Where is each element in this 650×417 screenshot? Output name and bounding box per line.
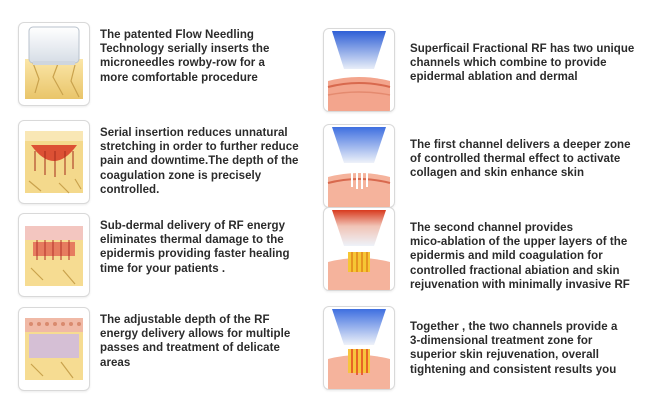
feature-description: The patented Flow Needling Technology se… (100, 28, 305, 85)
description-line: epidermis providing faster healing (100, 248, 290, 261)
description-line: Technology serially inserts the (100, 43, 270, 56)
sub-dermal-rf-skin-block-icon (18, 213, 90, 297)
description-line: The adjustable depth of the RF (100, 314, 270, 326)
description-line: areas (100, 356, 131, 369)
description-line: epidermal ablation and dermal (410, 71, 578, 84)
description-line: mico-ablation of the upper layers of the (410, 236, 628, 249)
needle-tip-over-skin-layers-icon (18, 22, 90, 106)
description-line: The second channel provides (410, 222, 574, 234)
description-line: energy delivery allows for multiple (100, 328, 291, 341)
feature-description: The first channel delivers a deeper zone… (410, 138, 640, 181)
description-line: controlled. (100, 183, 160, 196)
description-line: Together , the two channels provide a (410, 321, 618, 333)
description-line: pain and downtime.The depth of the (100, 155, 299, 168)
description-line: superior skin rejuvenation, overall (410, 349, 600, 362)
description-line: Superficail Fractional RF has two unique (410, 43, 635, 55)
description-line: more comfortable procedure (100, 71, 258, 84)
feature-description: Serial insertion reduces unnatural stret… (100, 126, 305, 197)
feature-description: The adjustable depth of the RF energy de… (100, 313, 305, 370)
description-line: coagulation zone is precisely (100, 169, 262, 182)
description-line: The patented Flow Needling (100, 29, 255, 41)
description-line: rejuvenation with minimally invasive RF (410, 278, 630, 291)
adjustable-depth-skin-block-icon (18, 307, 90, 391)
rf-tip-blue-icon (323, 28, 395, 112)
feature-description: Sub-dermal delivery of RF energy elimina… (100, 219, 305, 276)
description-line: microneedles rowby-row for a (100, 57, 265, 70)
description-line: stretching in order to further reduce (100, 141, 299, 154)
description-line: Sub-dermal delivery of RF energy (100, 220, 286, 232)
description-line: time for your patients . (100, 262, 226, 275)
rf-tip-3d-zone-icon (323, 306, 395, 390)
description-line: channels which combine to provide (410, 57, 607, 70)
description-line: eliminates thermal damage to the (100, 234, 284, 247)
rf-tip-ablation-icon (323, 207, 395, 291)
feature-description: The second channel provides mico-ablatio… (410, 221, 640, 292)
description-line: passes and treatment of delicate (100, 342, 280, 355)
feature-description: Superficail Fractional RF has two unique… (410, 42, 640, 85)
feature-description: Together , the two channels provide a 3-… (410, 320, 640, 377)
rf-tip-deep-zone-icon (323, 124, 395, 208)
description-line: tightening and consistent results you (410, 363, 617, 376)
description-line: The first channel delivers a deeper zone (410, 139, 631, 151)
coagulation-zone-skin-block-icon (18, 120, 90, 204)
description-line: Serial insertion reduces unnatural (100, 127, 288, 139)
description-line: collagen and skin enhance skin (410, 167, 585, 180)
description-line: of controlled thermal effect to activate (410, 153, 621, 166)
description-line: controlled fractional abiation and skin (410, 264, 620, 277)
description-line: epidermis and mild coagulation for (410, 250, 603, 263)
description-line: 3-dimensional treatment zone for (410, 335, 593, 348)
